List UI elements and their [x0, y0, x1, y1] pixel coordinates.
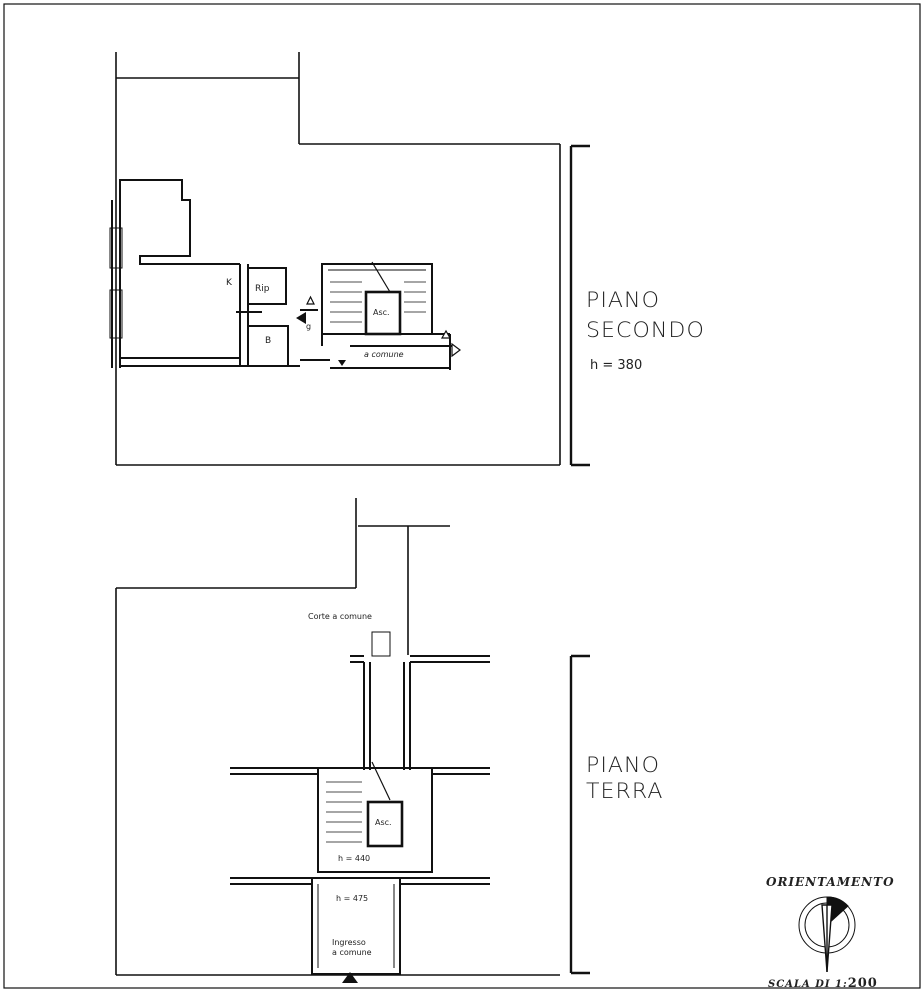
ground-floor-title-line2: TERRA	[586, 779, 664, 803]
second-floor-apartment	[109, 179, 452, 370]
ground-floor-bracket	[569, 654, 590, 975]
scale-value: 200	[847, 976, 878, 991]
second-floor-stair-label: g	[306, 322, 312, 331]
entrance-label-line1: Ingresso	[332, 938, 366, 947]
room-closet-label: Rip	[255, 284, 270, 294]
orientation-label: ORIENTAMENTO	[766, 875, 895, 889]
ground-floor-building	[230, 631, 490, 975]
entrance-label-line2: a comune	[332, 948, 372, 957]
courtyard-label: Corte a comune	[308, 612, 372, 621]
room-bath-label: B	[265, 336, 272, 346]
compass-rose	[798, 896, 856, 973]
ground-floor-entrance-marker	[342, 972, 358, 983]
second-floor-height: h = 380	[590, 358, 643, 373]
ground-floor-outline	[115, 498, 560, 976]
second-floor-bracket	[569, 144, 590, 467]
second-floor-elevator-label: Asc.	[373, 308, 390, 317]
second-floor-markers	[296, 312, 346, 366]
room-kitchen-label: K	[226, 278, 232, 288]
scale-label: SCALA DI 1:200	[768, 972, 878, 991]
ground-floor-title-line1: PIANO	[586, 753, 660, 777]
second-floor-outline	[115, 52, 561, 466]
drawing-border	[3, 3, 921, 989]
second-floor-title-line2: SECONDO	[586, 318, 705, 342]
stair-height-label: h = 440	[338, 854, 371, 863]
hall-height-label: h = 475	[336, 894, 369, 903]
ground-floor-elevator-label: Asc.	[375, 818, 392, 827]
scale-prefix: SCALA DI 1:	[768, 979, 848, 990]
second-floor-landing-label: a comune	[364, 350, 404, 359]
second-floor-title-line1: PIANO	[586, 288, 660, 312]
